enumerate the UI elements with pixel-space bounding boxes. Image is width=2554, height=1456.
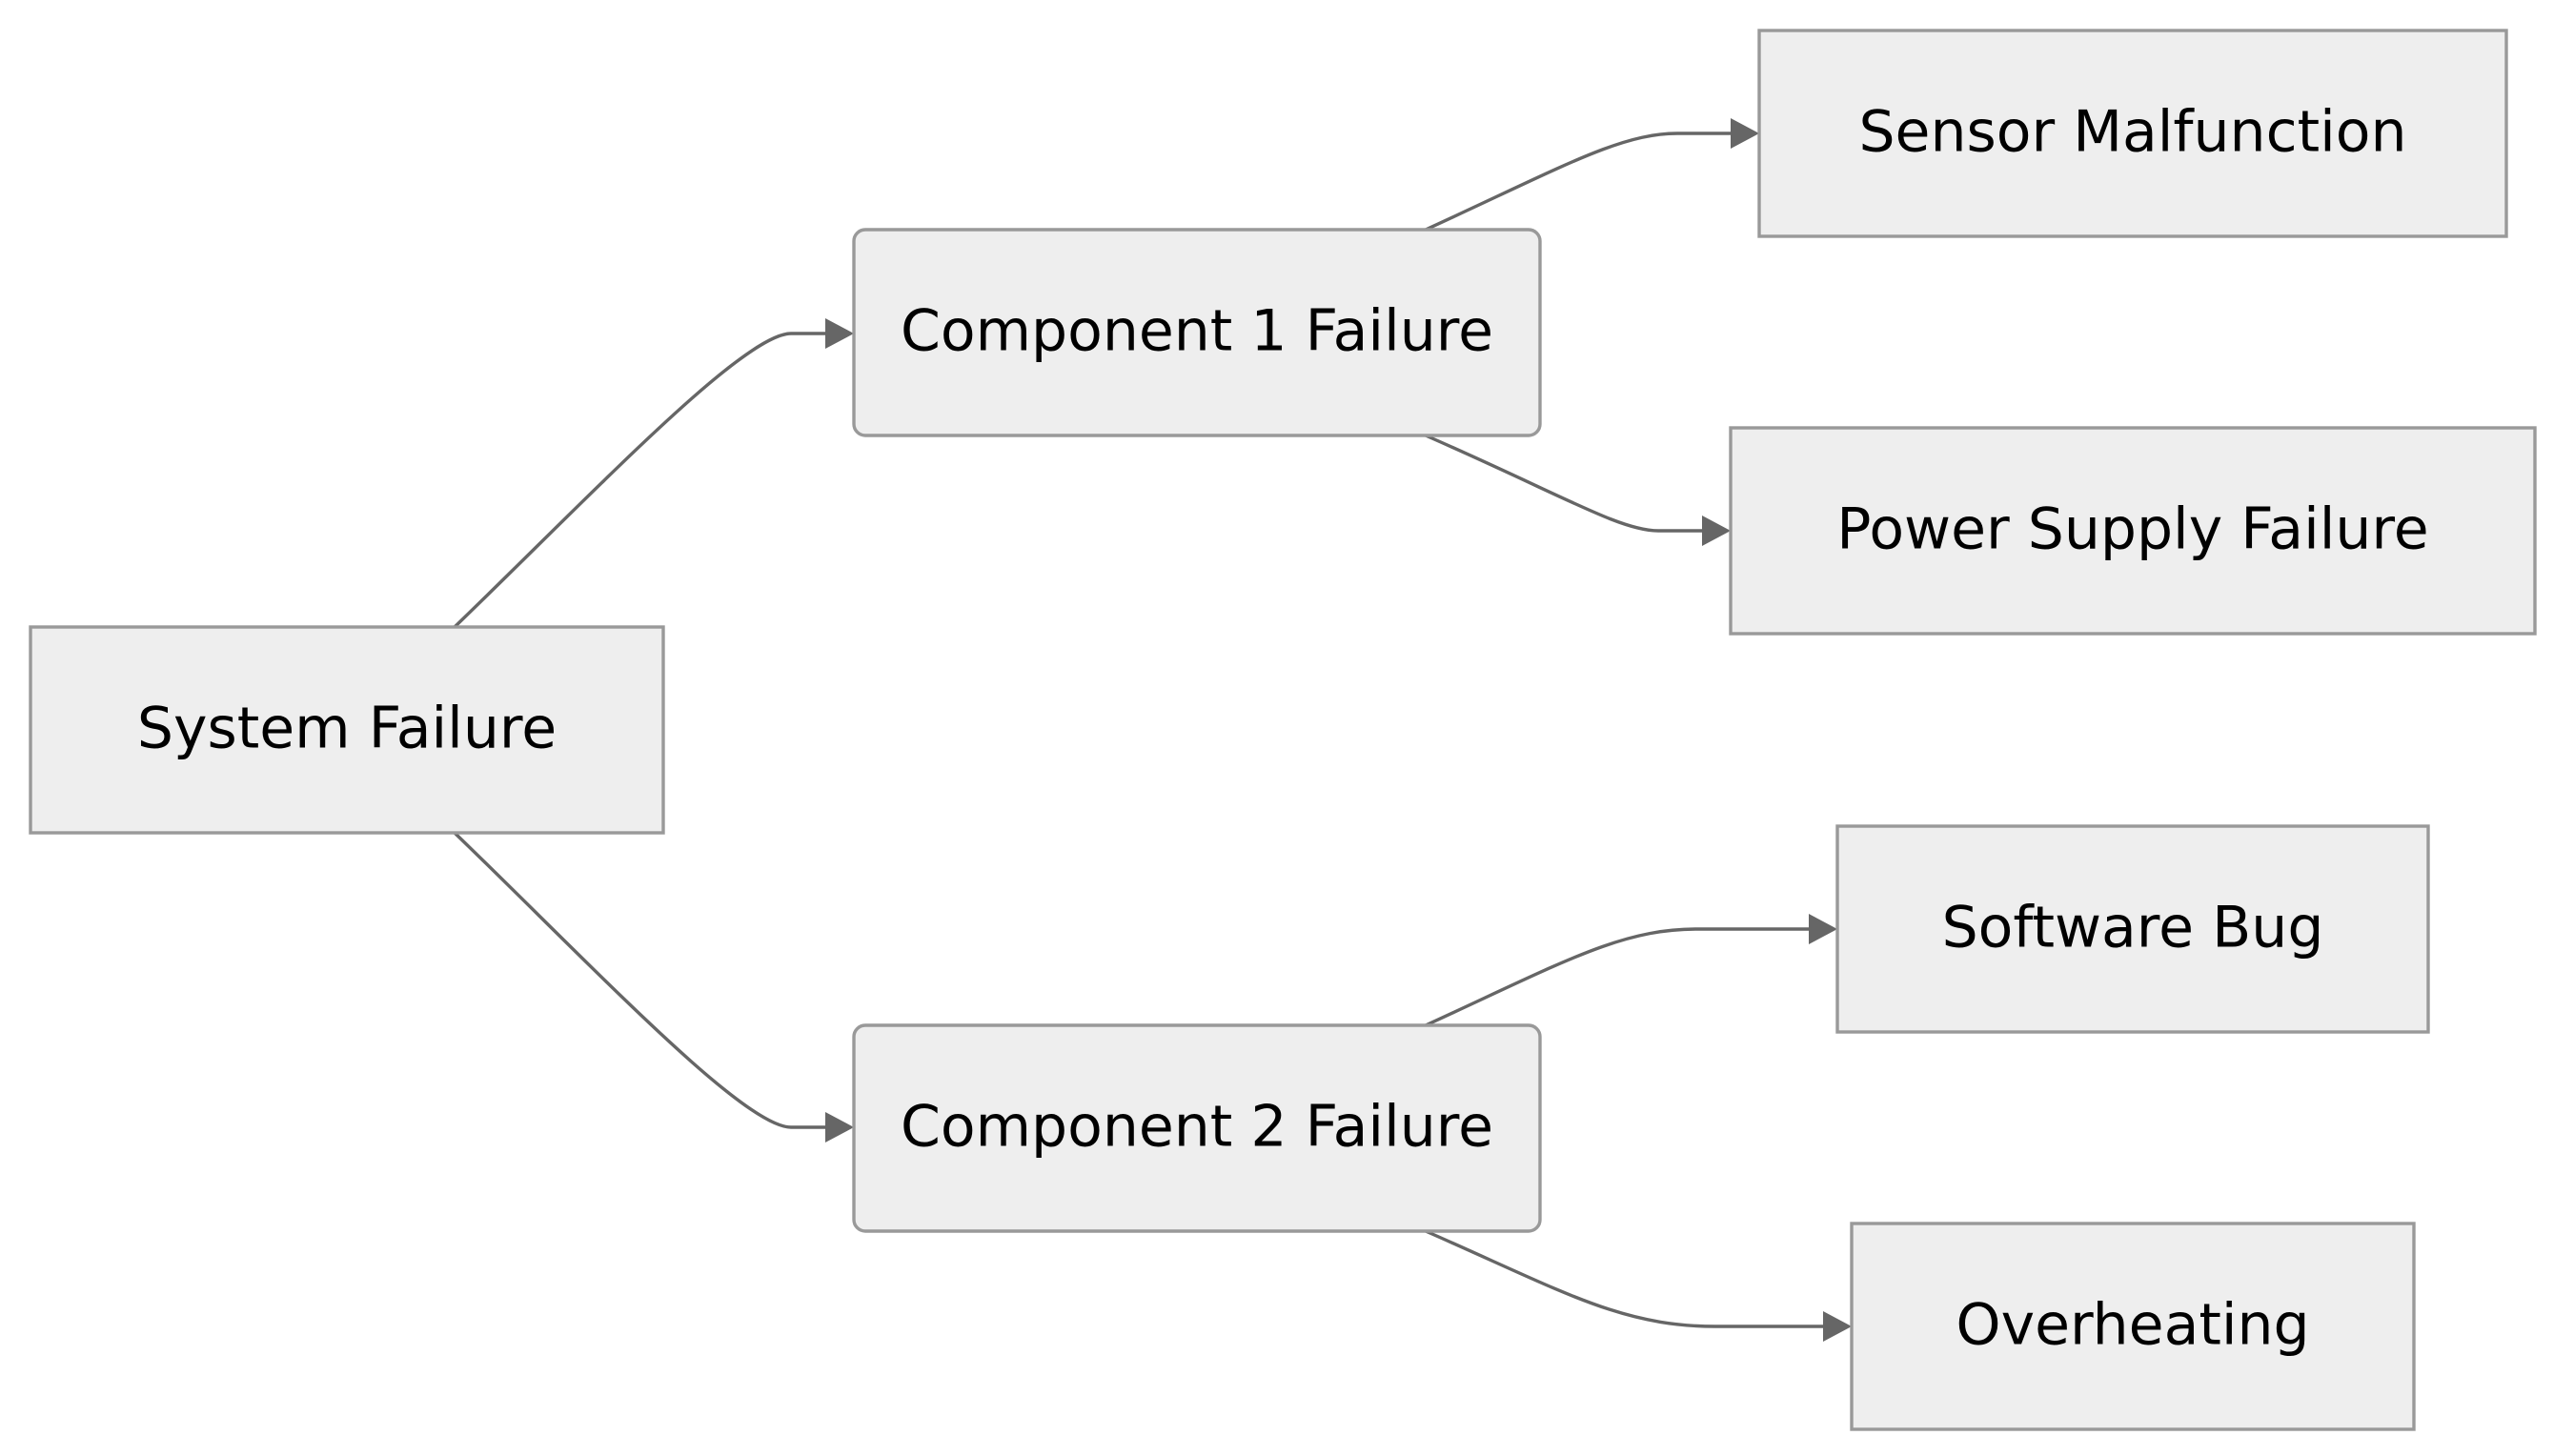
edge-system-failure-to-component-2-failure xyxy=(453,831,854,1143)
arrow-head-icon xyxy=(1702,516,1731,546)
node-box xyxy=(1835,824,2430,1034)
node-sensor-malfunction: Sensor Malfunction xyxy=(1757,29,2508,238)
node-box xyxy=(852,228,1542,437)
edge-component-1-failure-to-sensor-malfunction xyxy=(1425,118,1759,232)
node-box xyxy=(1757,29,2508,238)
arrow-head-icon xyxy=(825,318,854,349)
edge-component-2-failure-to-software-bug xyxy=(1425,914,1837,1027)
node-software-bug: Software Bug xyxy=(1835,824,2430,1034)
node-component-1-failure: Component 1 Failure xyxy=(852,228,1542,437)
node-box xyxy=(29,625,665,835)
node-component-2-failure: Component 2 Failure xyxy=(852,1023,1542,1233)
node-label: Component 1 Failure xyxy=(901,298,1493,365)
node-box xyxy=(852,1023,1542,1233)
node-overheating: Overheating xyxy=(1850,1222,2416,1431)
node-label: Component 2 Failure xyxy=(901,1094,1493,1161)
edge-line xyxy=(1425,1229,1823,1328)
edge-line xyxy=(1425,131,1731,232)
node-box xyxy=(1850,1222,2416,1431)
node-box xyxy=(1729,426,2537,636)
edge-component-2-failure-to-overheating xyxy=(1425,1229,1852,1342)
edge-component-1-failure-to-power-supply-failure xyxy=(1425,434,1731,546)
node-label: Power Supply Failure xyxy=(1836,496,2428,563)
node-label: System Failure xyxy=(137,696,557,762)
edge-line xyxy=(453,831,825,1129)
arrow-head-icon xyxy=(825,1112,854,1143)
edge-line xyxy=(1425,927,1809,1027)
node-label: Overheating xyxy=(1956,1292,2309,1359)
edge-line xyxy=(1425,434,1702,533)
node-system-failure: System Failure xyxy=(29,625,665,835)
nodes-layer: System Failure Component 1 FailureCompone… xyxy=(29,29,2537,1431)
arrow-head-icon xyxy=(1809,914,1837,944)
edges-layer xyxy=(453,118,1852,1342)
node-label: Sensor Malfunction xyxy=(1858,99,2406,166)
node-power-supply-failure: Power Supply Failure xyxy=(1729,426,2537,636)
edge-line xyxy=(453,332,825,629)
edge-system-failure-to-component-1-failure xyxy=(453,318,854,629)
node-label: Software Bug xyxy=(1942,895,2324,961)
arrow-head-icon xyxy=(1823,1311,1852,1342)
arrow-head-icon xyxy=(1731,118,1759,149)
